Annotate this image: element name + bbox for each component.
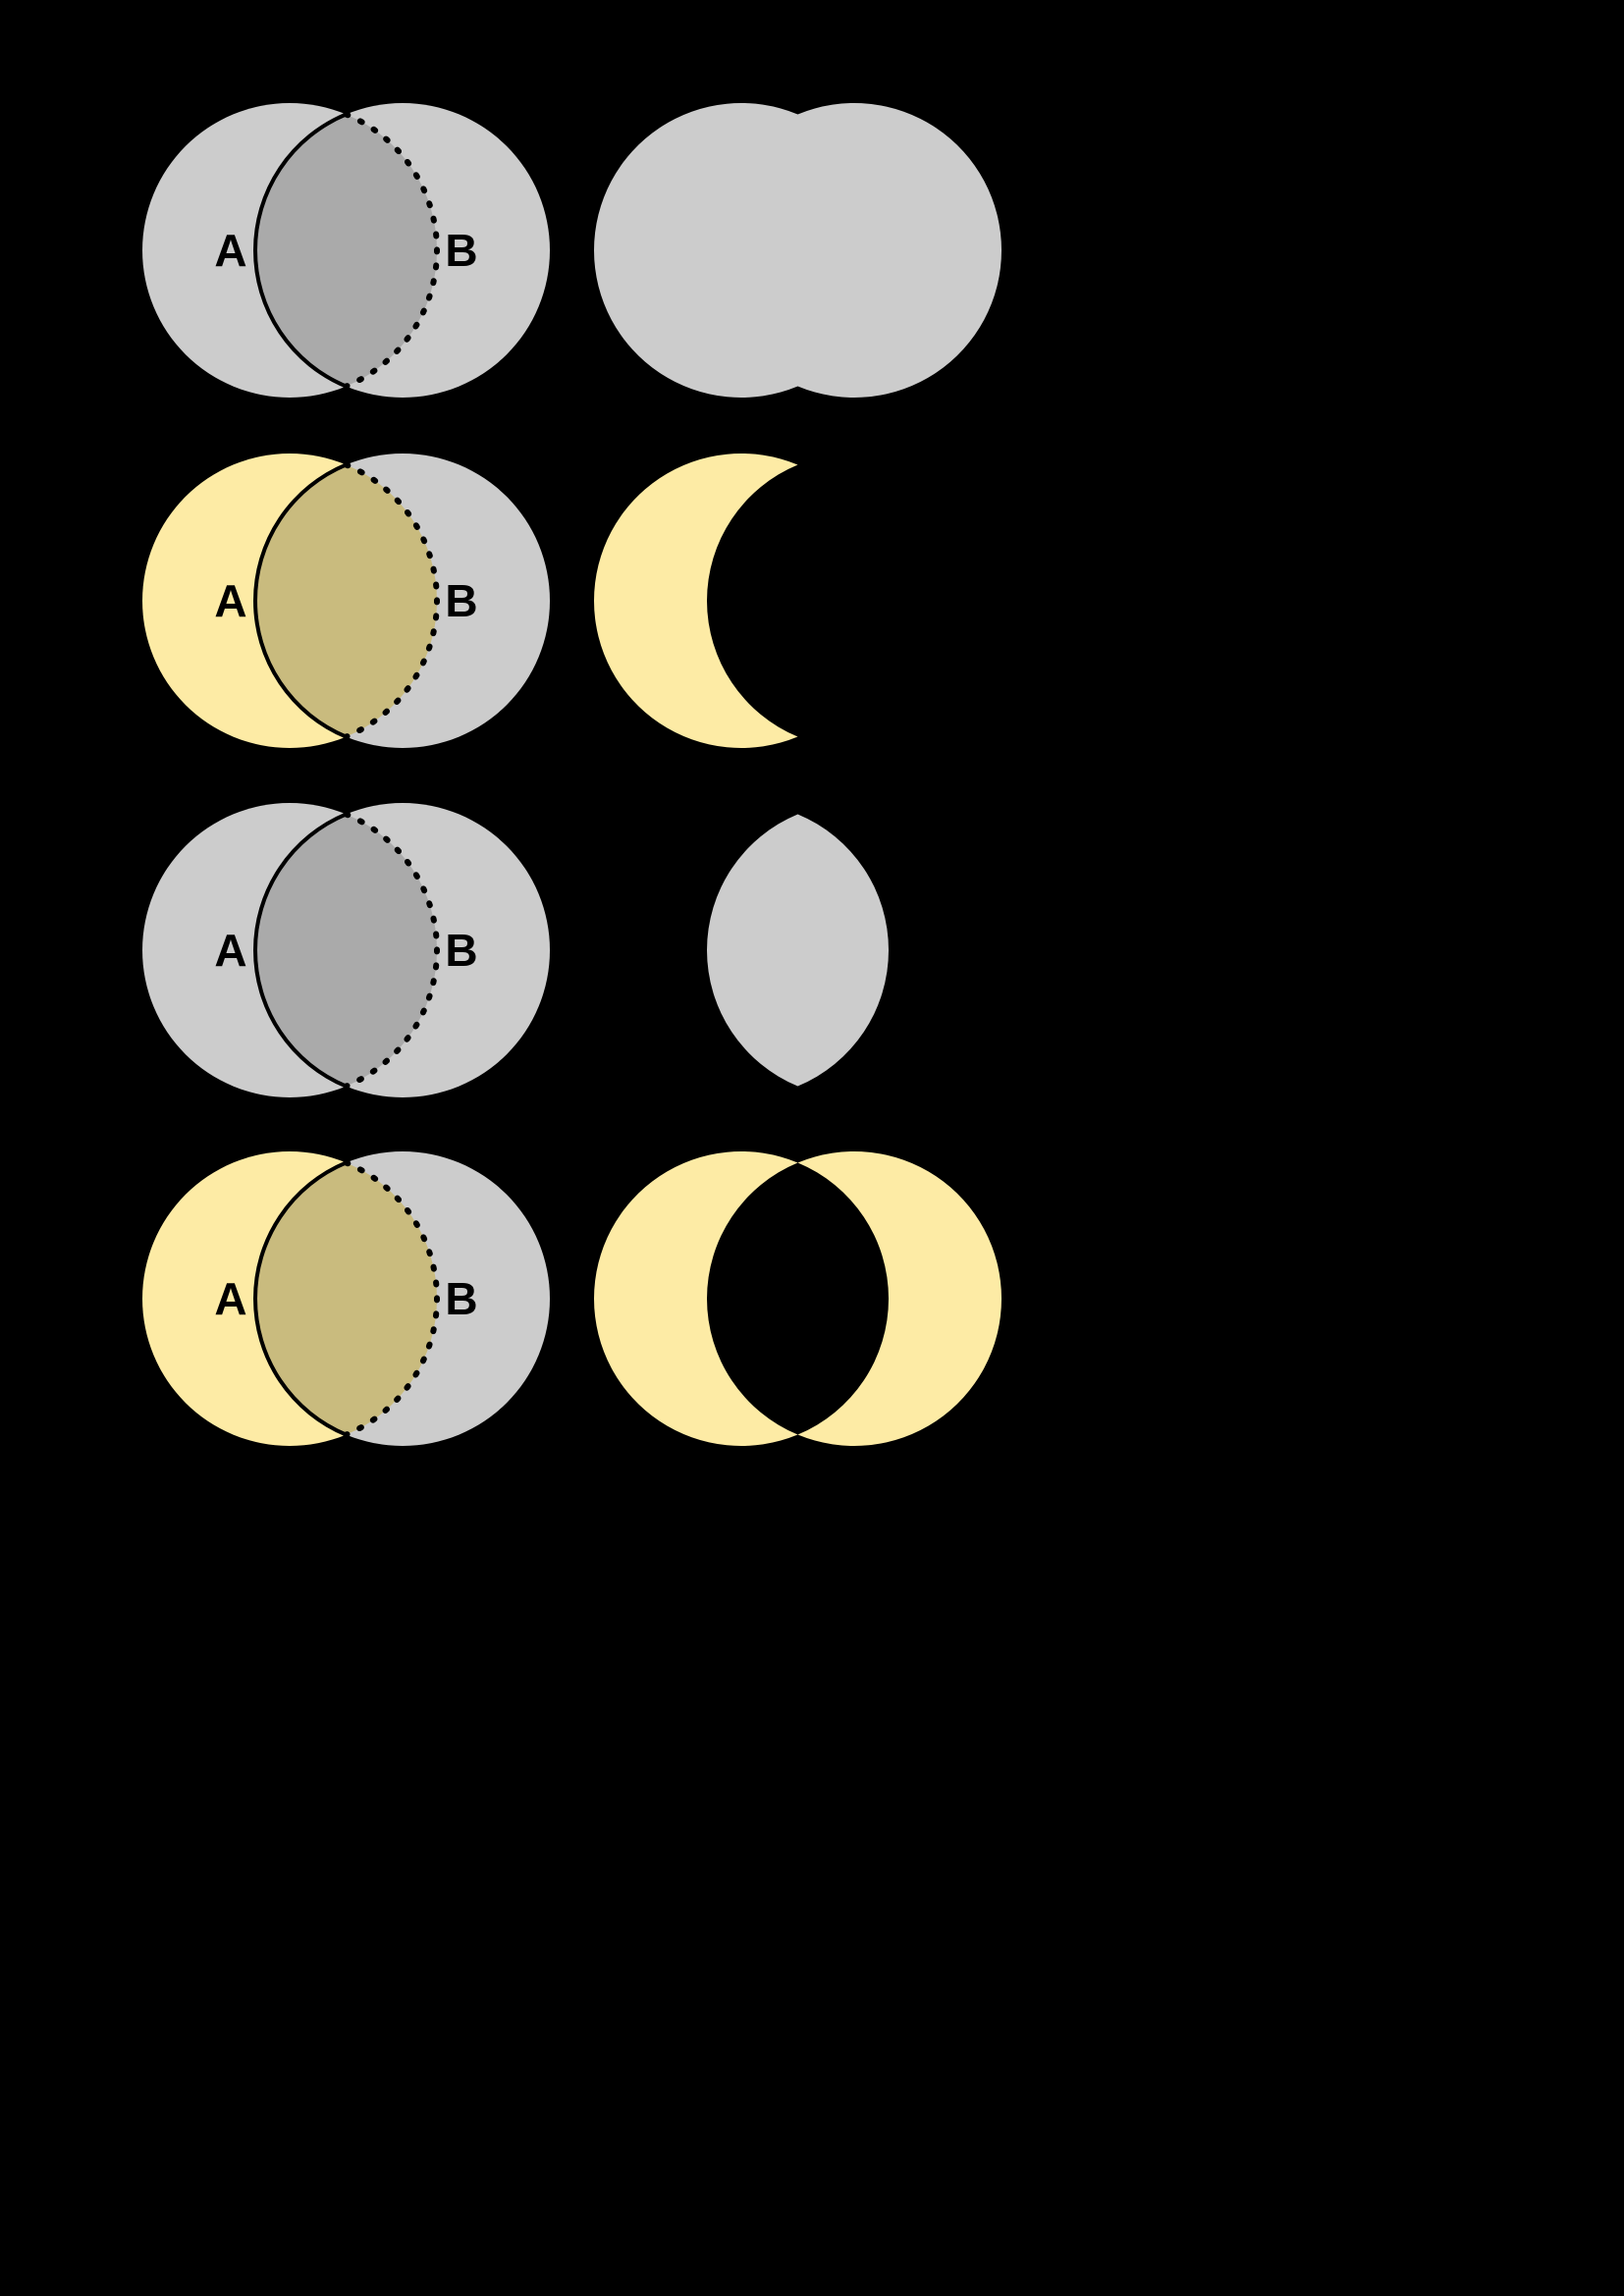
intersection-lens <box>255 464 437 737</box>
lens-solid-arc <box>253 1160 349 1437</box>
symmetric-difference-left-region <box>594 1151 798 1446</box>
row-symmetric-difference-output <box>594 1142 1144 1456</box>
difference-region <box>594 454 798 748</box>
lens-solid-arc <box>253 462 349 739</box>
result-intersection-shape <box>707 814 889 1087</box>
intersection-lens <box>255 814 437 1087</box>
lens-solid-arc <box>253 812 349 1089</box>
lens-dashed-arc <box>343 811 440 1090</box>
set-label-a: A <box>214 925 246 976</box>
lens-solid-arc <box>253 112 349 389</box>
result-symmetric-difference-shape <box>594 1151 1001 1446</box>
result-difference-shape <box>594 454 798 748</box>
set-label-b: B <box>445 925 477 976</box>
set-label-b: B <box>445 225 477 276</box>
set-label-a: A <box>214 225 246 276</box>
set-label-a: A <box>214 1273 246 1324</box>
set-label-a: A <box>214 575 246 626</box>
set-label-b: B <box>445 575 477 626</box>
result-union-shape <box>594 102 1001 398</box>
row-union-output <box>594 93 1144 407</box>
row-difference-output <box>594 444 1144 758</box>
intersection-lens <box>255 114 437 387</box>
intersection-lens <box>255 1162 437 1435</box>
intersection-region <box>707 814 889 1087</box>
union-region <box>594 102 1001 398</box>
lens-dashed-arc <box>343 461 440 740</box>
symmetric-difference-right-region <box>797 1151 1001 1446</box>
row-intersection-output <box>594 793 1144 1107</box>
set-label-b: B <box>445 1273 477 1324</box>
lens-dashed-arc <box>343 111 440 390</box>
lens-dashed-arc <box>343 1159 440 1438</box>
